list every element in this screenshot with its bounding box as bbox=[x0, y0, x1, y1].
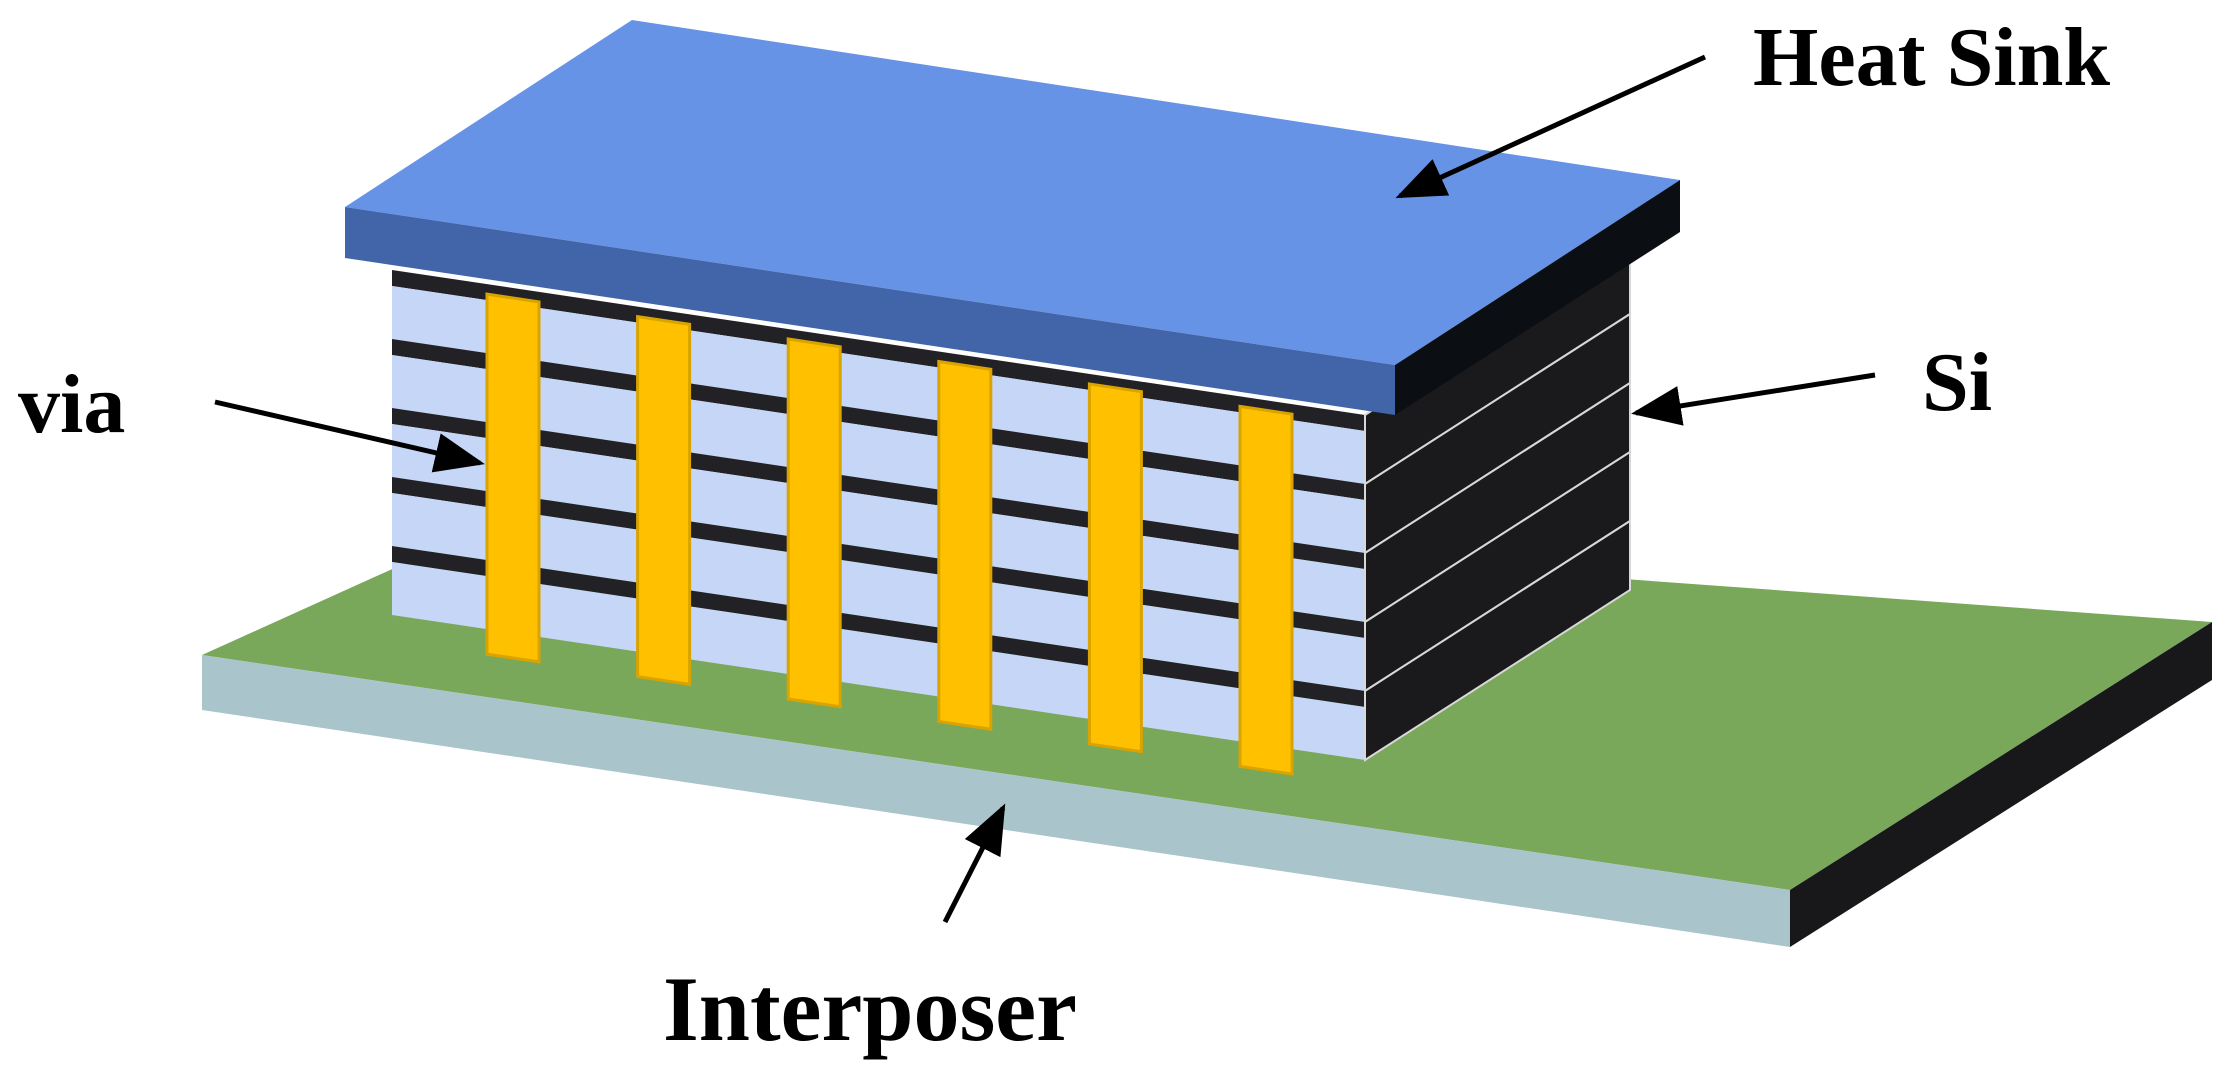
interposer-arrow bbox=[942, 803, 1006, 924]
heat-sink-label: Heat Sink bbox=[1753, 11, 2110, 104]
via-label: via bbox=[18, 358, 125, 451]
via-pillar bbox=[937, 359, 993, 731]
heat-sink-side-face bbox=[1395, 180, 1680, 415]
interposer-label: Interposer bbox=[663, 958, 1077, 1060]
via-pillar bbox=[1238, 404, 1294, 776]
si-label: Si bbox=[1922, 336, 1992, 429]
via-pillar bbox=[636, 314, 692, 687]
heat-sink-front-face bbox=[345, 207, 1395, 415]
via-arrow bbox=[214, 399, 485, 473]
si-arrow bbox=[1631, 372, 1876, 426]
via-pillar bbox=[485, 292, 541, 664]
heat-sink-arrow bbox=[1395, 54, 1707, 199]
interposer-side-face bbox=[1790, 622, 2212, 947]
heat-sink-top-face bbox=[345, 20, 1680, 365]
via-pillar bbox=[1087, 382, 1143, 754]
heat-sink bbox=[345, 20, 1680, 415]
si-layer-side-face bbox=[1364, 519, 1631, 762]
via-pillar bbox=[786, 337, 842, 709]
interposer-front-face bbox=[202, 655, 1790, 947]
via-group bbox=[485, 292, 1294, 776]
